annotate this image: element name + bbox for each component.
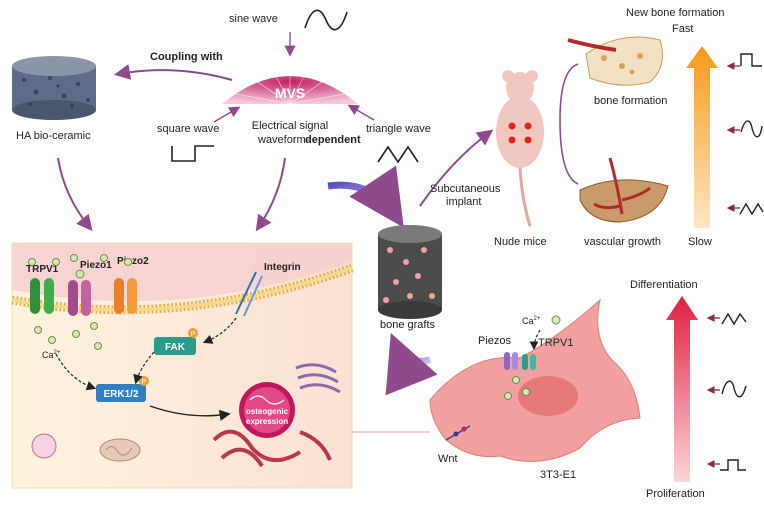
triangle-wave-diff-icon bbox=[721, 312, 747, 326]
mvs-device-icon bbox=[222, 64, 358, 105]
dependent-label: dependent bbox=[305, 134, 361, 146]
arrow-integrin-fak bbox=[202, 317, 237, 344]
arrow-mvs-to-panel bbox=[255, 157, 286, 232]
sine-wave-diff-icon bbox=[721, 380, 747, 398]
differentiation-markers bbox=[706, 312, 747, 471]
triangle-arrow bbox=[347, 104, 375, 121]
cell-line-label: 3T3-E1 bbox=[540, 469, 576, 481]
nude-mice-label: Nude mice bbox=[494, 236, 547, 248]
bone-grafts-label: bone grafts bbox=[380, 319, 436, 331]
trpv1-cell-label: TRPV1 bbox=[538, 337, 573, 349]
arrow-cell-to-grafts bbox=[385, 333, 438, 396]
nucleus-icon bbox=[239, 382, 295, 438]
arrow-ca-erk bbox=[55, 353, 97, 391]
trpv1-channel-icon bbox=[30, 278, 54, 314]
calcium-ions-cell bbox=[504, 315, 561, 400]
sine-wave-label: sine wave bbox=[229, 13, 278, 25]
osteogenesis-rate-bar bbox=[686, 46, 718, 228]
golgi-icon bbox=[295, 363, 341, 394]
electrical-signal-label: Electrical signal bbox=[252, 120, 328, 132]
slow-label: Slow bbox=[688, 236, 712, 248]
ca-cell-label: Ca2+ bbox=[522, 316, 541, 326]
trpv1-label: TRPV1 bbox=[26, 264, 59, 275]
rate-markers bbox=[726, 53, 764, 216]
bone-formation-icon bbox=[567, 36, 663, 86]
piezo2-label: Piezo2 bbox=[117, 256, 149, 267]
piezos-label: Piezos bbox=[478, 335, 512, 347]
sine-wave-mid-icon bbox=[740, 120, 763, 138]
differentiation-label: Differentiation bbox=[630, 279, 698, 291]
integrin-icon bbox=[235, 271, 263, 317]
osteogenic-label: osteogenic bbox=[246, 407, 289, 416]
endoplasmic-reticulum-icon bbox=[212, 429, 332, 468]
ha-bioceramic-label: HA bio-ceramic bbox=[16, 130, 91, 142]
erk-box bbox=[96, 384, 146, 402]
arrow-to-mouse bbox=[419, 129, 494, 207]
mvs-title: MVS bbox=[275, 85, 305, 101]
coupling-arrow bbox=[114, 64, 233, 81]
coupling-with-label: Coupling with bbox=[150, 51, 223, 63]
triangle-wave-slow-icon bbox=[739, 202, 764, 216]
bracket bbox=[559, 63, 579, 185]
nude-mouse-icon bbox=[496, 70, 544, 227]
wnt-label: Wnt bbox=[438, 453, 458, 465]
bone-formation-label: bone formation bbox=[594, 95, 667, 107]
arrow-fak-erk bbox=[133, 351, 155, 385]
differentiation-bar bbox=[666, 296, 698, 482]
vascular-growth-icon bbox=[579, 157, 669, 223]
arrow-erk-nucleus bbox=[149, 405, 231, 421]
arrow-ha-to-panel bbox=[57, 157, 93, 232]
triangle-wave-icon bbox=[377, 145, 419, 164]
triangle-wave-label: triangle wave bbox=[366, 123, 431, 135]
proliferation-label: Proliferation bbox=[646, 488, 705, 500]
piezo-channels-cell-icon bbox=[504, 352, 536, 370]
fak-phospho-label: P bbox=[191, 331, 196, 338]
fak-label: FAK bbox=[165, 342, 186, 353]
integrin-label: Integrin bbox=[264, 262, 301, 273]
calcium-ions bbox=[28, 254, 132, 350]
square-wave-icon bbox=[171, 145, 214, 162]
fast-label: Fast bbox=[672, 23, 693, 35]
sine-wave-icon bbox=[304, 9, 348, 31]
wnt-icon bbox=[445, 425, 471, 441]
bone-grafts-icon bbox=[378, 225, 442, 319]
piezo1-channel-icon bbox=[68, 269, 91, 316]
ha-bioceramic-icon bbox=[12, 56, 96, 120]
square-wave-prolif-icon bbox=[720, 459, 746, 471]
subcutaneous-label: Subcutaneous bbox=[430, 183, 501, 195]
erk-label: ERK1/2 bbox=[103, 389, 138, 400]
square-wave-fast-icon bbox=[740, 53, 762, 67]
lysosome-icon bbox=[31, 433, 57, 459]
osteoblast-cell-icon bbox=[429, 298, 641, 462]
ca-panel-label: Ca2+ bbox=[42, 350, 61, 360]
arrow-ca-influx bbox=[529, 329, 541, 351]
square-wave-label: square wave bbox=[157, 123, 219, 135]
mitochondrion-icon bbox=[99, 438, 141, 462]
vascular-growth-label: vascular growth bbox=[584, 236, 661, 248]
implant-label: implant bbox=[446, 196, 481, 208]
expression-label: expression bbox=[246, 417, 288, 426]
piezo2-channel-icon bbox=[114, 278, 137, 314]
waveform-label: waveform- bbox=[257, 134, 310, 146]
square-arrow bbox=[213, 106, 241, 123]
fak-phospho bbox=[188, 328, 198, 338]
arrow-to-bone-grafts bbox=[327, 165, 404, 228]
new-bone-formation-label: New bone formation bbox=[626, 7, 724, 19]
piezo1-label: Piezo1 bbox=[80, 260, 112, 271]
fak-box bbox=[154, 337, 196, 355]
erk-phospho-label: P bbox=[142, 379, 147, 386]
